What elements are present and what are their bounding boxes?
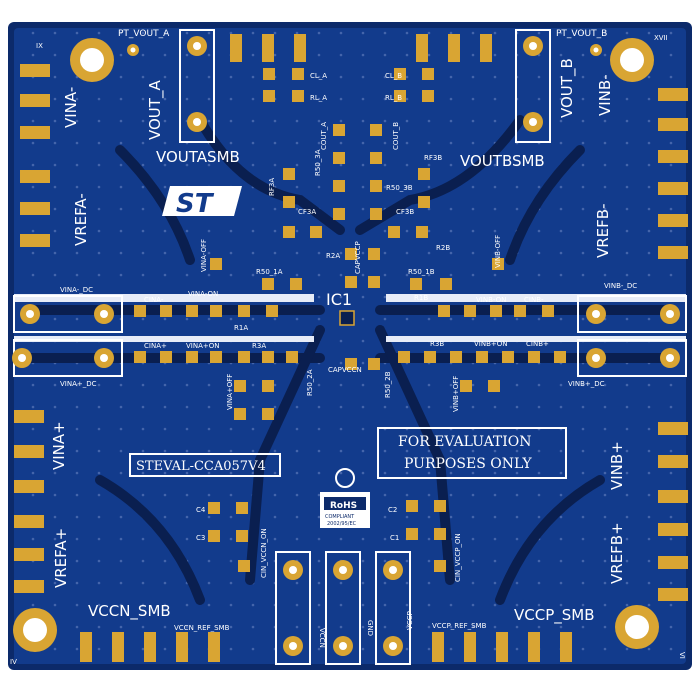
label-vinb-on: VINB-ON: [476, 296, 506, 304]
eval-notice-line-1: FOR EVALUATION: [398, 434, 532, 450]
eval-notice-frame: [377, 427, 567, 479]
label-vina-minus-dc: VINA-_DC: [60, 286, 93, 294]
label-vina-plus: VINA+: [50, 421, 68, 470]
svg-text:ST: ST: [176, 189, 215, 219]
corner-mark-top-left: IX: [36, 42, 43, 50]
label-vrefa-plus: VREFA+: [52, 528, 70, 588]
label-r2a: R2A: [326, 252, 340, 260]
label-r3b: R3B: [430, 340, 444, 348]
label-cf3b: CF3B: [396, 208, 414, 216]
label-vccn-smb: VCCN_SMB: [88, 602, 171, 621]
label-r50-1b: R50_1B: [408, 268, 435, 276]
via-stitching: [14, 28, 686, 664]
label-vrefb-plus: VREFB+: [608, 522, 626, 584]
label-capvccp: CAPVCCP: [354, 241, 362, 274]
label-capvccn: CAPVCCN: [328, 366, 362, 374]
label-r50-2b: R50_2B: [384, 371, 392, 398]
smb-outlines: [13, 29, 687, 665]
label-vccp-ref-smb: VCCP_REF_SMB: [432, 622, 487, 630]
corner-mark-bottom-left: IV: [10, 658, 17, 666]
separator-left-top: [14, 294, 314, 302]
label-r50-3a: R50_3A: [314, 149, 322, 176]
separator-left-bottom: [14, 336, 314, 342]
label-vouta-smb: VOUTASMB: [156, 148, 240, 166]
label-vina-plus-dc: VINA+_DC: [60, 380, 97, 388]
label-r50-2a: R50_2A: [306, 369, 314, 396]
label-ic1: IC1: [326, 290, 352, 309]
label-r3a: R3A: [252, 342, 266, 350]
label-rl-a: RL_A: [310, 94, 327, 102]
label-r2b: R2B: [436, 244, 450, 252]
board-name: STEVAL-CCA057V4: [136, 459, 266, 474]
label-vinb-plus-dc: VINB+_DC: [568, 380, 605, 388]
label-cina-minus: CINA-: [144, 296, 164, 304]
separator-right-bottom: [386, 336, 686, 342]
rohs-compliant: COMPLIANT: [325, 514, 355, 520]
smb-pads: [12, 36, 680, 656]
label-r50-3b: R50_3B: [386, 184, 413, 192]
board-name-frame: [129, 453, 281, 477]
label-r1b: R1B: [414, 294, 428, 302]
label-cf3a: CF3A: [298, 208, 316, 216]
label-gnd: GND: [366, 620, 374, 636]
ic1-package: [339, 310, 355, 326]
label-vccn: VCCN: [318, 628, 326, 648]
label-voutb-smb: VOUTBSMB: [460, 152, 545, 170]
label-pt-vout-b: PT_VOUT_B: [556, 29, 607, 39]
mounting-holes: [13, 38, 659, 652]
label-vrefa-minus: VREFA-: [72, 193, 90, 246]
label-vccp: VCCP: [406, 611, 414, 630]
label-vinbplus-on: VINB+ON: [474, 340, 508, 348]
rohs-directive: 2002/95/EC: [327, 521, 357, 527]
label-vina-minus: VINA-: [62, 87, 80, 128]
label-c2: C2: [388, 506, 397, 514]
label-cout-b: COUT_B: [392, 122, 400, 150]
corner-mark-top-right: XVII: [654, 34, 668, 42]
label-vinaplus-off: VINA+OFF: [226, 374, 234, 410]
label-r1a: R1A: [234, 324, 248, 332]
label-vinb-plus: VINB+: [608, 441, 626, 490]
label-vout-a: VOUT_A: [146, 80, 165, 140]
label-rf3b: RF3B: [424, 154, 442, 162]
label-cin-vccn-on: CIN_VCCN_ON: [260, 528, 268, 578]
label-cinb-minus: CINB-: [524, 296, 544, 304]
corner-mark-bottom-right: VI: [678, 652, 686, 659]
label-cl-a: CL_A: [310, 72, 327, 80]
label-pt-vout-a: PT_VOUT_A: [118, 29, 170, 39]
smd-pads: [134, 68, 566, 572]
label-cinb-plus: CINB+: [526, 340, 549, 348]
label-vinb-off: VINB-OFF: [494, 235, 502, 268]
eval-notice-line-2: PURPOSES ONLY: [404, 456, 532, 472]
silkscreen-labels: IX XVII IV VI PT_VOUT_A PT_VOUT_B VOUT_A…: [10, 29, 686, 666]
label-cout-a: COUT_A: [320, 122, 328, 150]
label-r50-1a: R50_1A: [256, 268, 283, 276]
label-rf3a: RF3A: [268, 178, 276, 196]
label-vccn-ref-smb: VCCN_REF_SMB: [174, 624, 230, 632]
label-rl-b: RL_B: [385, 94, 402, 102]
label-cina-plus: CINA+: [144, 342, 167, 350]
label-vina-off: VINA-OFF: [200, 239, 208, 272]
label-vinaplus-on: VINA+ON: [186, 342, 220, 350]
label-cin-vccp-on: CIN_VCCP_ON: [454, 533, 462, 582]
label-vinbplus-off: VINB+OFF: [452, 376, 460, 412]
edge-pads: [14, 34, 688, 662]
label-c1: C1: [390, 534, 399, 542]
label-vina-on: VINA-ON: [188, 290, 218, 298]
label-vrefb-minus: VREFB-: [594, 204, 612, 259]
st-logo: ST: [162, 186, 242, 219]
separator-right-top: [386, 294, 686, 302]
rohs-title: RoHS: [330, 501, 357, 511]
label-vout-b: VOUT_B: [558, 58, 577, 118]
label-c3: C3: [196, 534, 205, 542]
label-vinb-minus: VINB-: [596, 74, 614, 116]
rohs-mark: [320, 468, 370, 528]
label-vinb-minus-dc: VINB-_DC: [604, 282, 637, 290]
label-vccp-smb: VCCP_SMB: [514, 606, 595, 625]
label-c4: C4: [196, 506, 206, 514]
label-cl-b: CL_B: [385, 72, 402, 80]
